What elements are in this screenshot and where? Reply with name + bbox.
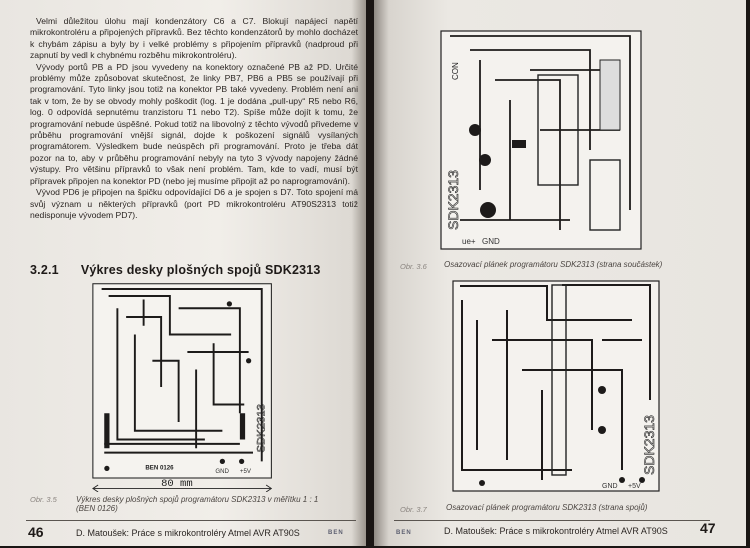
component-side-drawing: CON SDK2313 ue+ GND [440,30,642,250]
board-code: BEN 0126 [145,464,174,471]
paragraph: Vývod PD6 je připojen na špičku odpovída… [30,187,358,220]
figure-caption: Osazovací plánek programátoru SDK2313 (s… [444,260,663,269]
body-text: Velmi důležitou úlohu mají kondenzátory … [30,16,358,221]
gnd-label: GND [602,483,618,490]
publisher-logo: BEN [396,530,412,536]
page-number: 47 [700,520,716,536]
left-page: Velmi důležitou úlohu mají kondenzátory … [0,0,366,546]
vcc-label: +5V [240,468,252,475]
caption-number: Obr. 3.7 [400,505,427,514]
footer-rule [26,520,356,521]
gnd-label: GND [482,237,500,246]
dimension-label: 80 mm [161,478,193,490]
publisher-logo: BEN [328,530,344,536]
board-label: SDK2313 [255,404,267,453]
page-number: 46 [28,524,44,540]
footer-text: D. Matoušek: Práce s mikrokontroléry Atm… [76,528,300,538]
section-heading: 3.2.1 Výkres desky plošných spojů SDK2313 [30,263,343,277]
paragraph: Velmi důležitou úlohu mají kondenzátory … [30,16,358,61]
board-label: SDK2313 [641,415,657,475]
pcb-drawing: BEN 0126 GND +5V SDK2313 80 mm [92,283,273,492]
caption-number: Obr. 3.6 [400,262,427,271]
board-label: SDK2313 [445,170,461,230]
paragraph: Vývody portů PB a PD jsou vyvedeny na ko… [30,61,358,186]
vcc-label: +5V [628,483,641,490]
vcc-label: ue+ [462,237,476,246]
con-label: CON [451,62,460,80]
section-title: Výkres desky plošných spojů SDK2313 [80,263,321,277]
gnd-label: GND [215,468,229,475]
right-page: CON SDK2313 ue+ GND Obr. 3.6 Osazovací p… [374,0,746,546]
section-number: 3.2.1 [30,263,59,277]
caption-number: Obr. 3.5 [30,495,57,504]
figure-caption: Výkres desky plošných spojů programátoru… [76,495,319,513]
solder-side-drawing: GND +5V SDK2313 [452,280,660,492]
footer-text: D. Matoušek: Práce s mikrokontroléry Atm… [444,526,668,536]
figure-caption: Osazovací plánek programátoru SDK2313 (s… [446,503,648,512]
footer-rule [394,520,710,521]
